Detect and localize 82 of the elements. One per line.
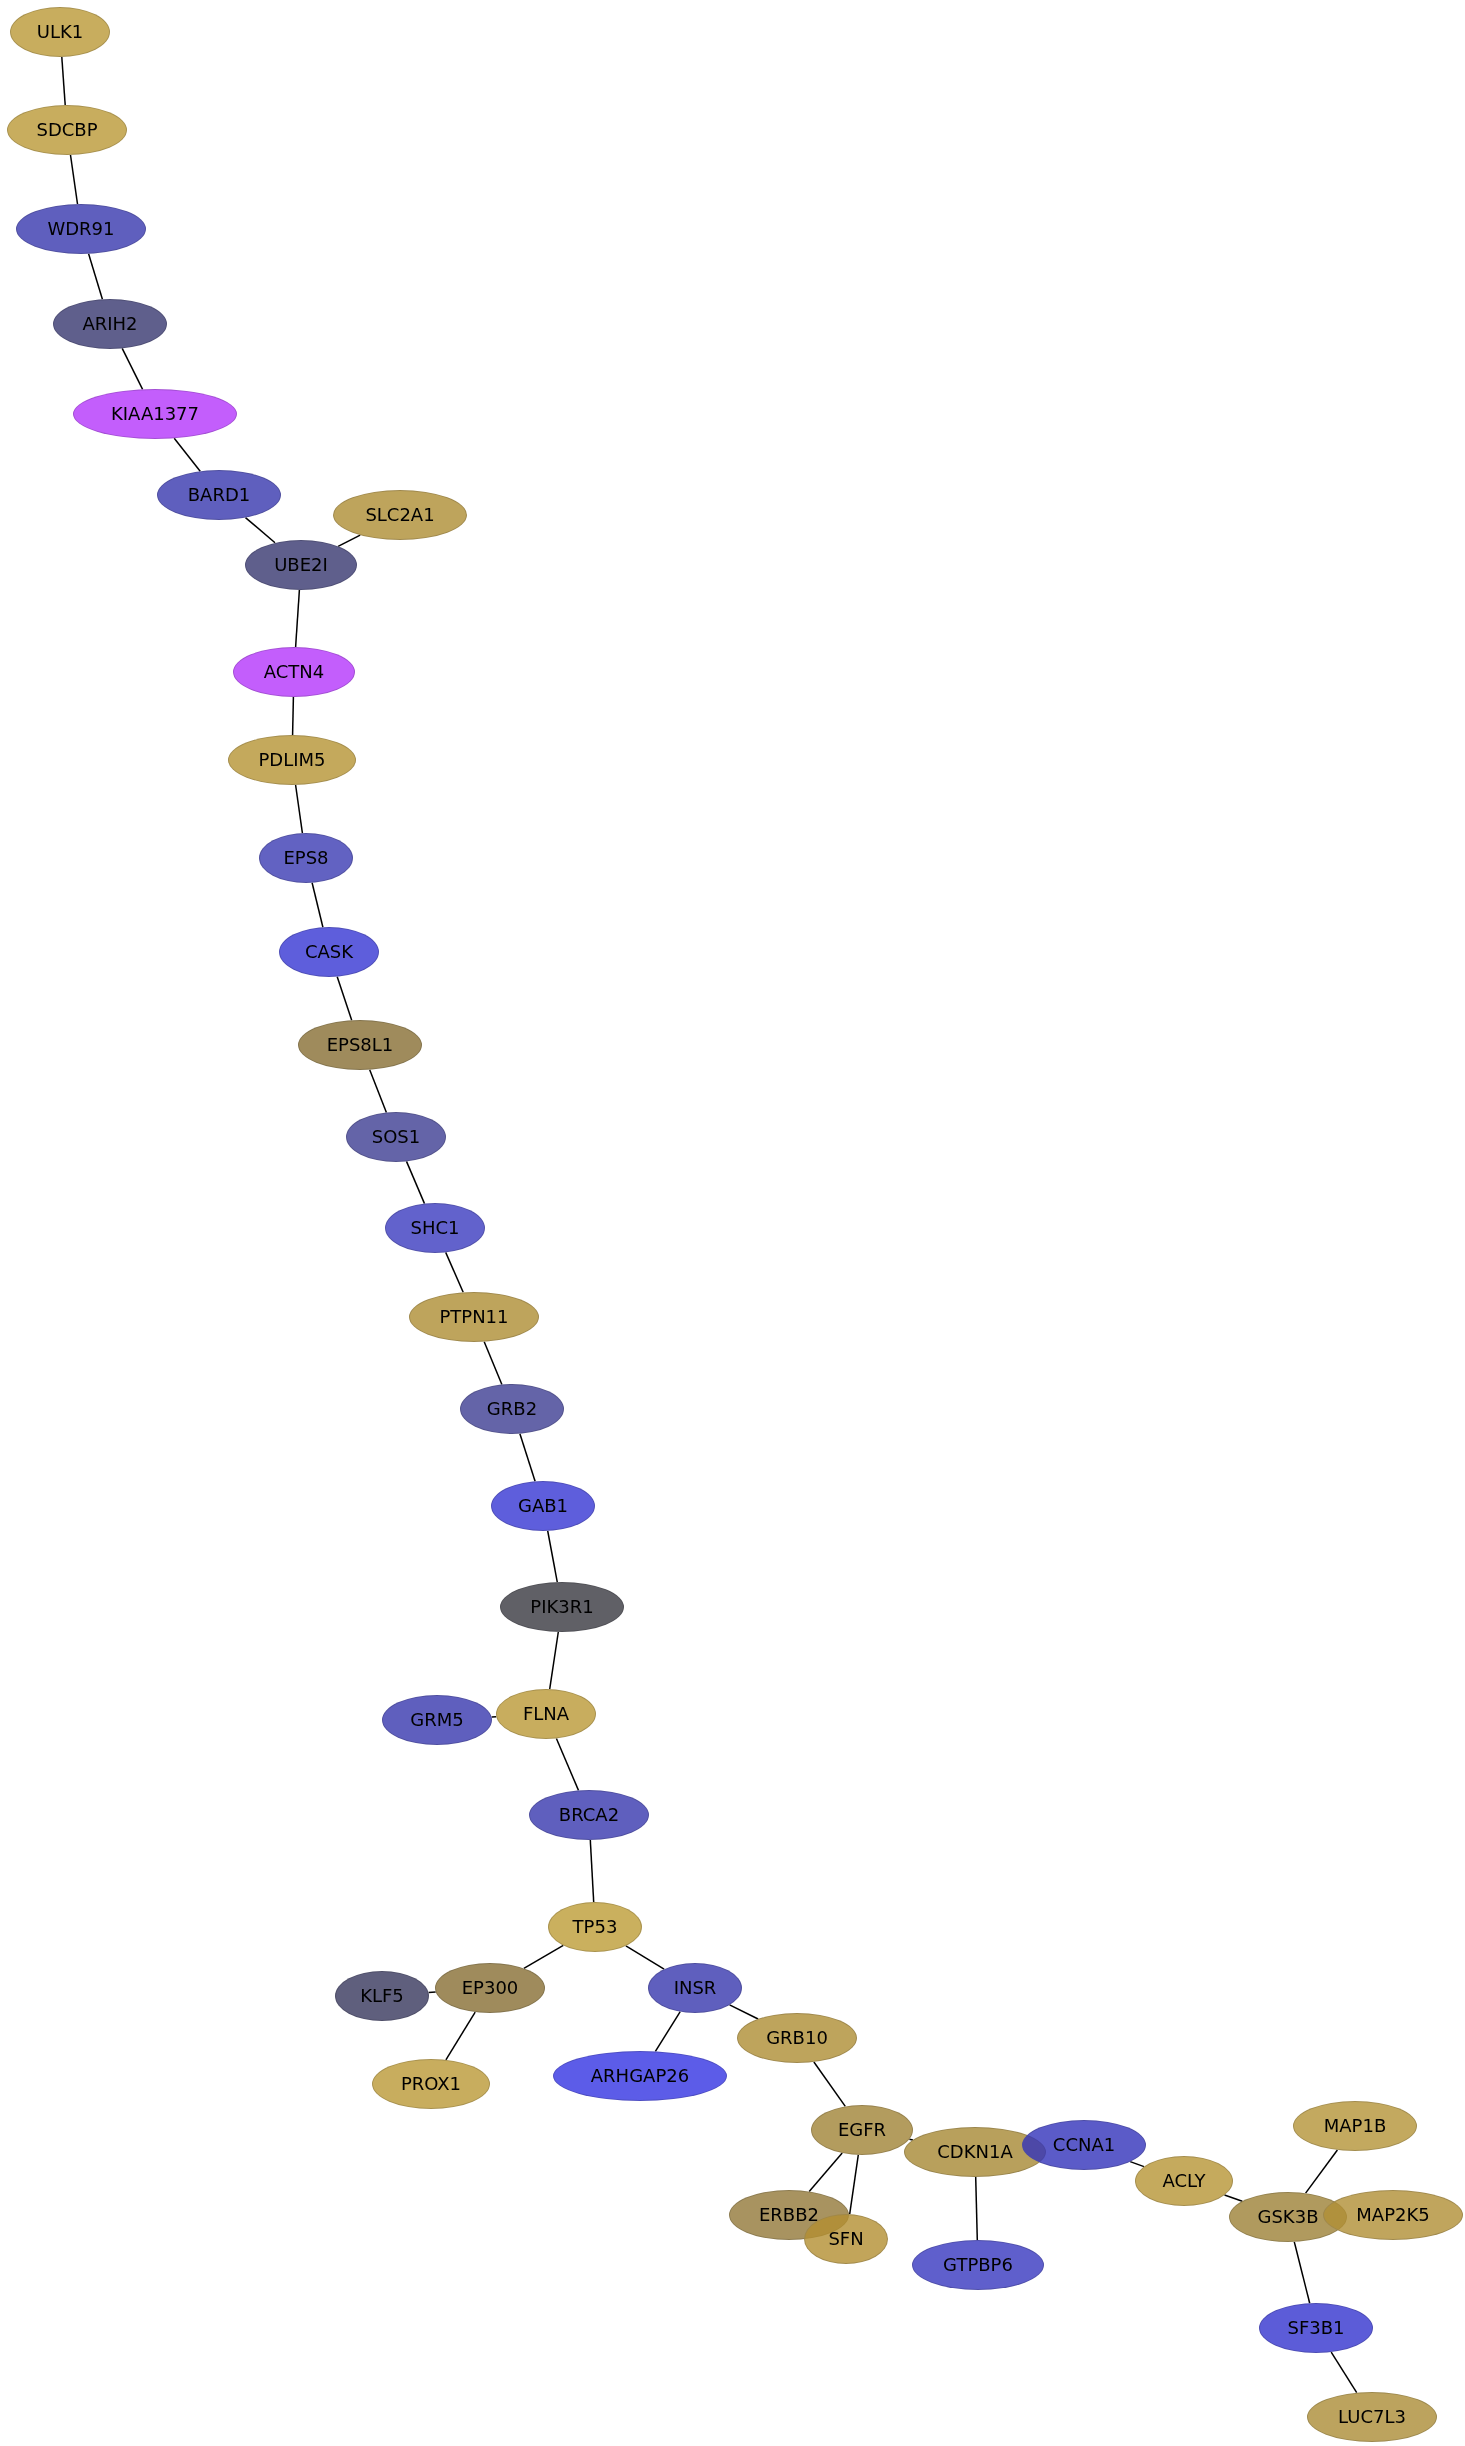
edge-line (337, 534, 361, 548)
protein-label: CASK (304, 941, 354, 963)
protein-label: GRB10 (766, 2027, 828, 2049)
protein-label: MAP1B (1323, 2115, 1387, 2137)
protein-label: LUC7L3 (1338, 2406, 1406, 2428)
edge-line (813, 2061, 847, 2108)
protein-label: GAB1 (517, 1495, 569, 1517)
edge-line (555, 1737, 580, 1792)
protein-label: KIAA1377 (110, 403, 200, 425)
edge-line (294, 784, 304, 834)
edge-line (444, 1251, 464, 1294)
protein-label: UBE2I (274, 554, 328, 576)
edge-line (546, 1530, 559, 1583)
edge-line (173, 437, 201, 472)
protein-label: PIK3R1 (530, 1596, 594, 1618)
edge-line (121, 347, 144, 391)
protein-label: GRB2 (486, 1398, 538, 1420)
edge-line (445, 2011, 476, 2061)
edge-line (654, 2010, 681, 2053)
protein-label: WDR91 (47, 218, 115, 240)
edge-line (368, 1068, 388, 1114)
edge-line (1129, 2160, 1145, 2168)
edge-line (483, 1340, 503, 1386)
protein-label: GSK3B (1257, 2206, 1319, 2228)
edge-line (728, 2004, 759, 2020)
protein-label: GTPBP6 (943, 2254, 1013, 2276)
edge-line (548, 1631, 560, 1690)
edge-line (1223, 2194, 1244, 2202)
protein-label: ACLY (1162, 2170, 1206, 2192)
protein-label: GRM5 (410, 1709, 464, 1731)
protein-label: ACTN4 (263, 661, 325, 683)
protein-label: SLC2A1 (365, 504, 435, 526)
protein-label: SDCBP (36, 119, 98, 141)
protein-node (1135, 2156, 1233, 2206)
edge-line (908, 2138, 914, 2141)
protein-label: EPS8L1 (326, 1034, 394, 1056)
edge-line (808, 2152, 843, 2193)
edge-line (336, 975, 353, 1021)
protein-label: SFN (828, 2228, 864, 2250)
protein-label: MAP2K5 (1356, 2204, 1430, 2226)
edge-line (490, 1715, 498, 1718)
protein-label: CDKN1A (937, 2141, 1013, 2163)
edge-line (244, 516, 276, 544)
protein-label: PROX1 (400, 2073, 462, 2095)
edge-line (848, 2154, 860, 2215)
protein-label: TP53 (572, 1916, 618, 1938)
protein-label: FLNA (522, 1703, 570, 1725)
edge-line (311, 882, 324, 928)
protein-label: INSR (673, 1977, 717, 1999)
edge-line (1304, 2149, 1339, 2194)
edge-line (87, 253, 104, 300)
protein-label: EP300 (461, 1977, 519, 1999)
protein-label: SHC1 (410, 1217, 460, 1239)
protein-label: SOS1 (371, 1126, 421, 1148)
edge-line (625, 1945, 665, 1970)
protein-label: PDLIM5 (258, 749, 326, 771)
protein-label: EGFR (837, 2119, 887, 2141)
protein-label: PTPN11 (439, 1306, 509, 1328)
protein-label: SF3B1 (1287, 2317, 1345, 2339)
edge-line (69, 154, 79, 205)
protein-label: KLF5 (360, 1985, 404, 2007)
protein-label: BRCA2 (558, 1804, 620, 1826)
protein-node (648, 1963, 742, 2013)
edge-line (291, 696, 295, 736)
edge-line (519, 1432, 536, 1483)
edge-line (294, 589, 301, 648)
protein-label: BARD1 (187, 484, 251, 506)
protein-label: EPS8 (283, 847, 329, 869)
protein-label: ARHGAP26 (590, 2065, 690, 2087)
edge-line (974, 2176, 979, 2241)
edge-line (589, 1839, 595, 1903)
edge-line (61, 56, 66, 106)
edge-line (1293, 2241, 1311, 2304)
protein-label: ULK1 (36, 21, 84, 43)
protein-label: ARIH2 (82, 313, 138, 335)
edge-line (427, 1991, 437, 1994)
edge-line (523, 1944, 565, 1970)
protein-label: ERBB2 (759, 2204, 819, 2226)
edge-line (1330, 2351, 1358, 2394)
protein-label: CCNA1 (1052, 2134, 1116, 2156)
edge-line (405, 1160, 426, 1205)
protein-node (1323, 2190, 1463, 2240)
